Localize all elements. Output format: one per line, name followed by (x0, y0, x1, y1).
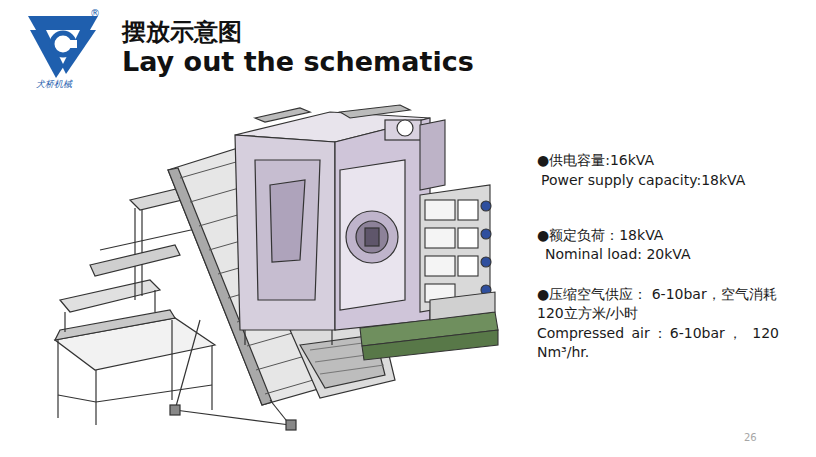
spec-item: ●压缩空气供应： 6-10bar，空气消耗120立方米/小时 (537, 285, 779, 323)
main-cabinet (235, 105, 430, 345)
logo-text: 犬桥机械 (36, 78, 72, 91)
spec-item: ●供电容量:16kVA (537, 152, 654, 170)
spec-item: Nominal load: 20kVA (545, 246, 691, 262)
spec-item: Power supply capacity:18kVA (541, 172, 745, 188)
spec-item: ●额定负荷：18kVA (537, 227, 663, 245)
spec-item: Compressed air：6-10bar， 120 Nm³/hr. (537, 324, 779, 362)
slide-subtitle: Lay out the schematics (122, 46, 474, 77)
side-unit (420, 120, 491, 312)
registered-mark: ® (90, 8, 100, 19)
slide-title: 摆放示意图 (122, 16, 242, 48)
page-number: 26 (744, 432, 757, 443)
machine-base (360, 292, 498, 360)
company-logo (28, 16, 98, 78)
